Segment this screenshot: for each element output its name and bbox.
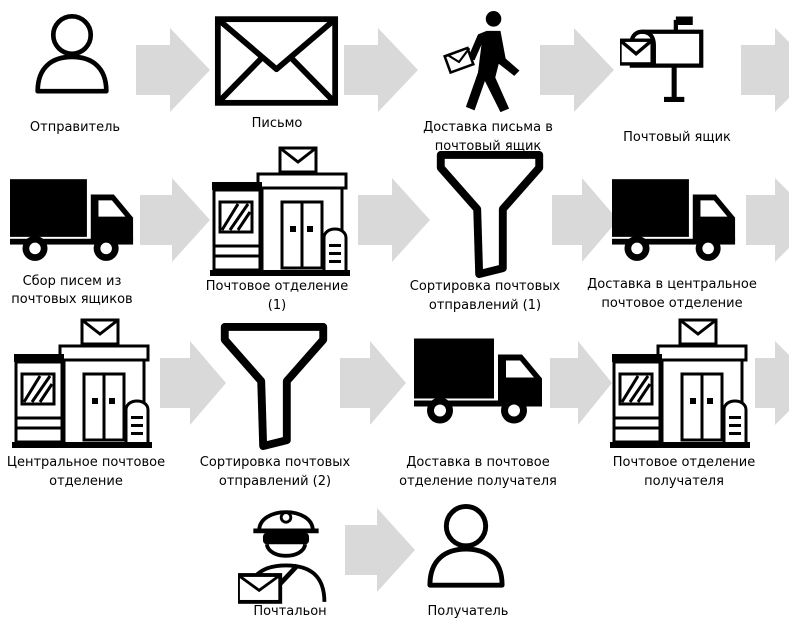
step-label: Почтовое отделение	[613, 455, 755, 470]
flow-arrow	[140, 178, 210, 262]
step-deliver-to-mailbox: Доставка письма в почтовый ящик	[423, 9, 553, 154]
flow-arrow	[358, 178, 430, 262]
step-post-office-1: Почтовое отделение (1)	[206, 146, 350, 313]
step-label: Письмо	[252, 116, 303, 131]
post-office-building-icon	[12, 318, 152, 450]
step-sorting-2: Сортировка почтовых отправлений (2)	[200, 327, 351, 489]
step-label: Центральное почтовое	[7, 455, 165, 470]
person-outline-icon	[38, 16, 107, 91]
step-label: почтовых ящиков	[11, 292, 132, 307]
flow-arrow	[136, 28, 210, 112]
step-label: отправлений (1)	[429, 298, 541, 313]
flow-arrow	[550, 341, 612, 425]
step-deliver-central: Доставка в центральное почтовое отделени…	[587, 179, 757, 311]
step-label: Доставка в центральное	[587, 277, 757, 292]
person-outline-icon	[430, 506, 502, 585]
delivery-truck-icon	[612, 179, 736, 261]
flow-arrow	[741, 28, 789, 112]
step-central-office: Центральное почтовое отделение	[7, 318, 165, 489]
step-label: отделение	[49, 474, 123, 489]
step-mailbox: Почтовый ящик	[620, 17, 731, 145]
delivery-truck-icon	[414, 338, 542, 424]
step-label: Отправитель	[30, 120, 120, 135]
delivery-truck-icon	[10, 179, 134, 261]
step-letter: Письмо	[218, 19, 335, 131]
step-label: почтовый ящик	[435, 139, 542, 154]
flow-arrow	[552, 178, 618, 262]
funnel-icon	[225, 327, 323, 446]
step-label: Сортировка почтовых	[410, 279, 561, 294]
step-label: отделение получателя	[399, 474, 557, 489]
postman-with-letter-icon	[238, 512, 324, 602]
step-label: почтовое отделение	[601, 296, 742, 311]
flow-arrow	[746, 178, 789, 262]
step-label: отправлений (2)	[219, 474, 331, 489]
step-label: получателя	[644, 474, 724, 489]
mailbox-with-letter-icon	[620, 17, 701, 100]
flow-arrow	[160, 341, 226, 425]
step-label: Почтовый ящик	[623, 130, 731, 145]
step-label: (1)	[268, 298, 286, 313]
walking-person-with-letter-icon	[443, 9, 521, 114]
step-collection: Сбор писем из почтовых ящиков	[10, 179, 134, 307]
envelope-icon	[218, 19, 335, 103]
step-postman: Почтальон	[238, 512, 327, 619]
flow-arrow	[345, 508, 415, 592]
funnel-icon	[441, 155, 539, 274]
step-sorting-1: Сортировка почтовых отправлений (1)	[410, 155, 561, 313]
step-sender: Отправитель	[30, 16, 120, 135]
step-recipient: Получатель	[428, 506, 509, 619]
step-deliver-recipient-office: Доставка в почтовое отделение получателя	[399, 338, 557, 489]
flow-arrow	[344, 28, 418, 112]
step-label: Почтовое отделение	[206, 279, 348, 294]
step-label: Доставка в почтовое	[406, 455, 549, 470]
step-label: Доставка письма в	[423, 120, 553, 135]
post-office-building-icon	[610, 318, 750, 450]
post-office-building-icon	[210, 146, 350, 278]
flow-arrow	[540, 28, 614, 112]
step-recipient-office: Почтовое отделение получателя	[610, 318, 755, 489]
step-label: Почтальон	[253, 604, 326, 619]
step-label: Сбор писем из	[23, 274, 122, 289]
step-label: Сортировка почтовых	[200, 455, 351, 470]
step-label: Получатель	[428, 604, 509, 619]
flow-arrow	[755, 341, 789, 425]
flow-arrow	[340, 341, 406, 425]
